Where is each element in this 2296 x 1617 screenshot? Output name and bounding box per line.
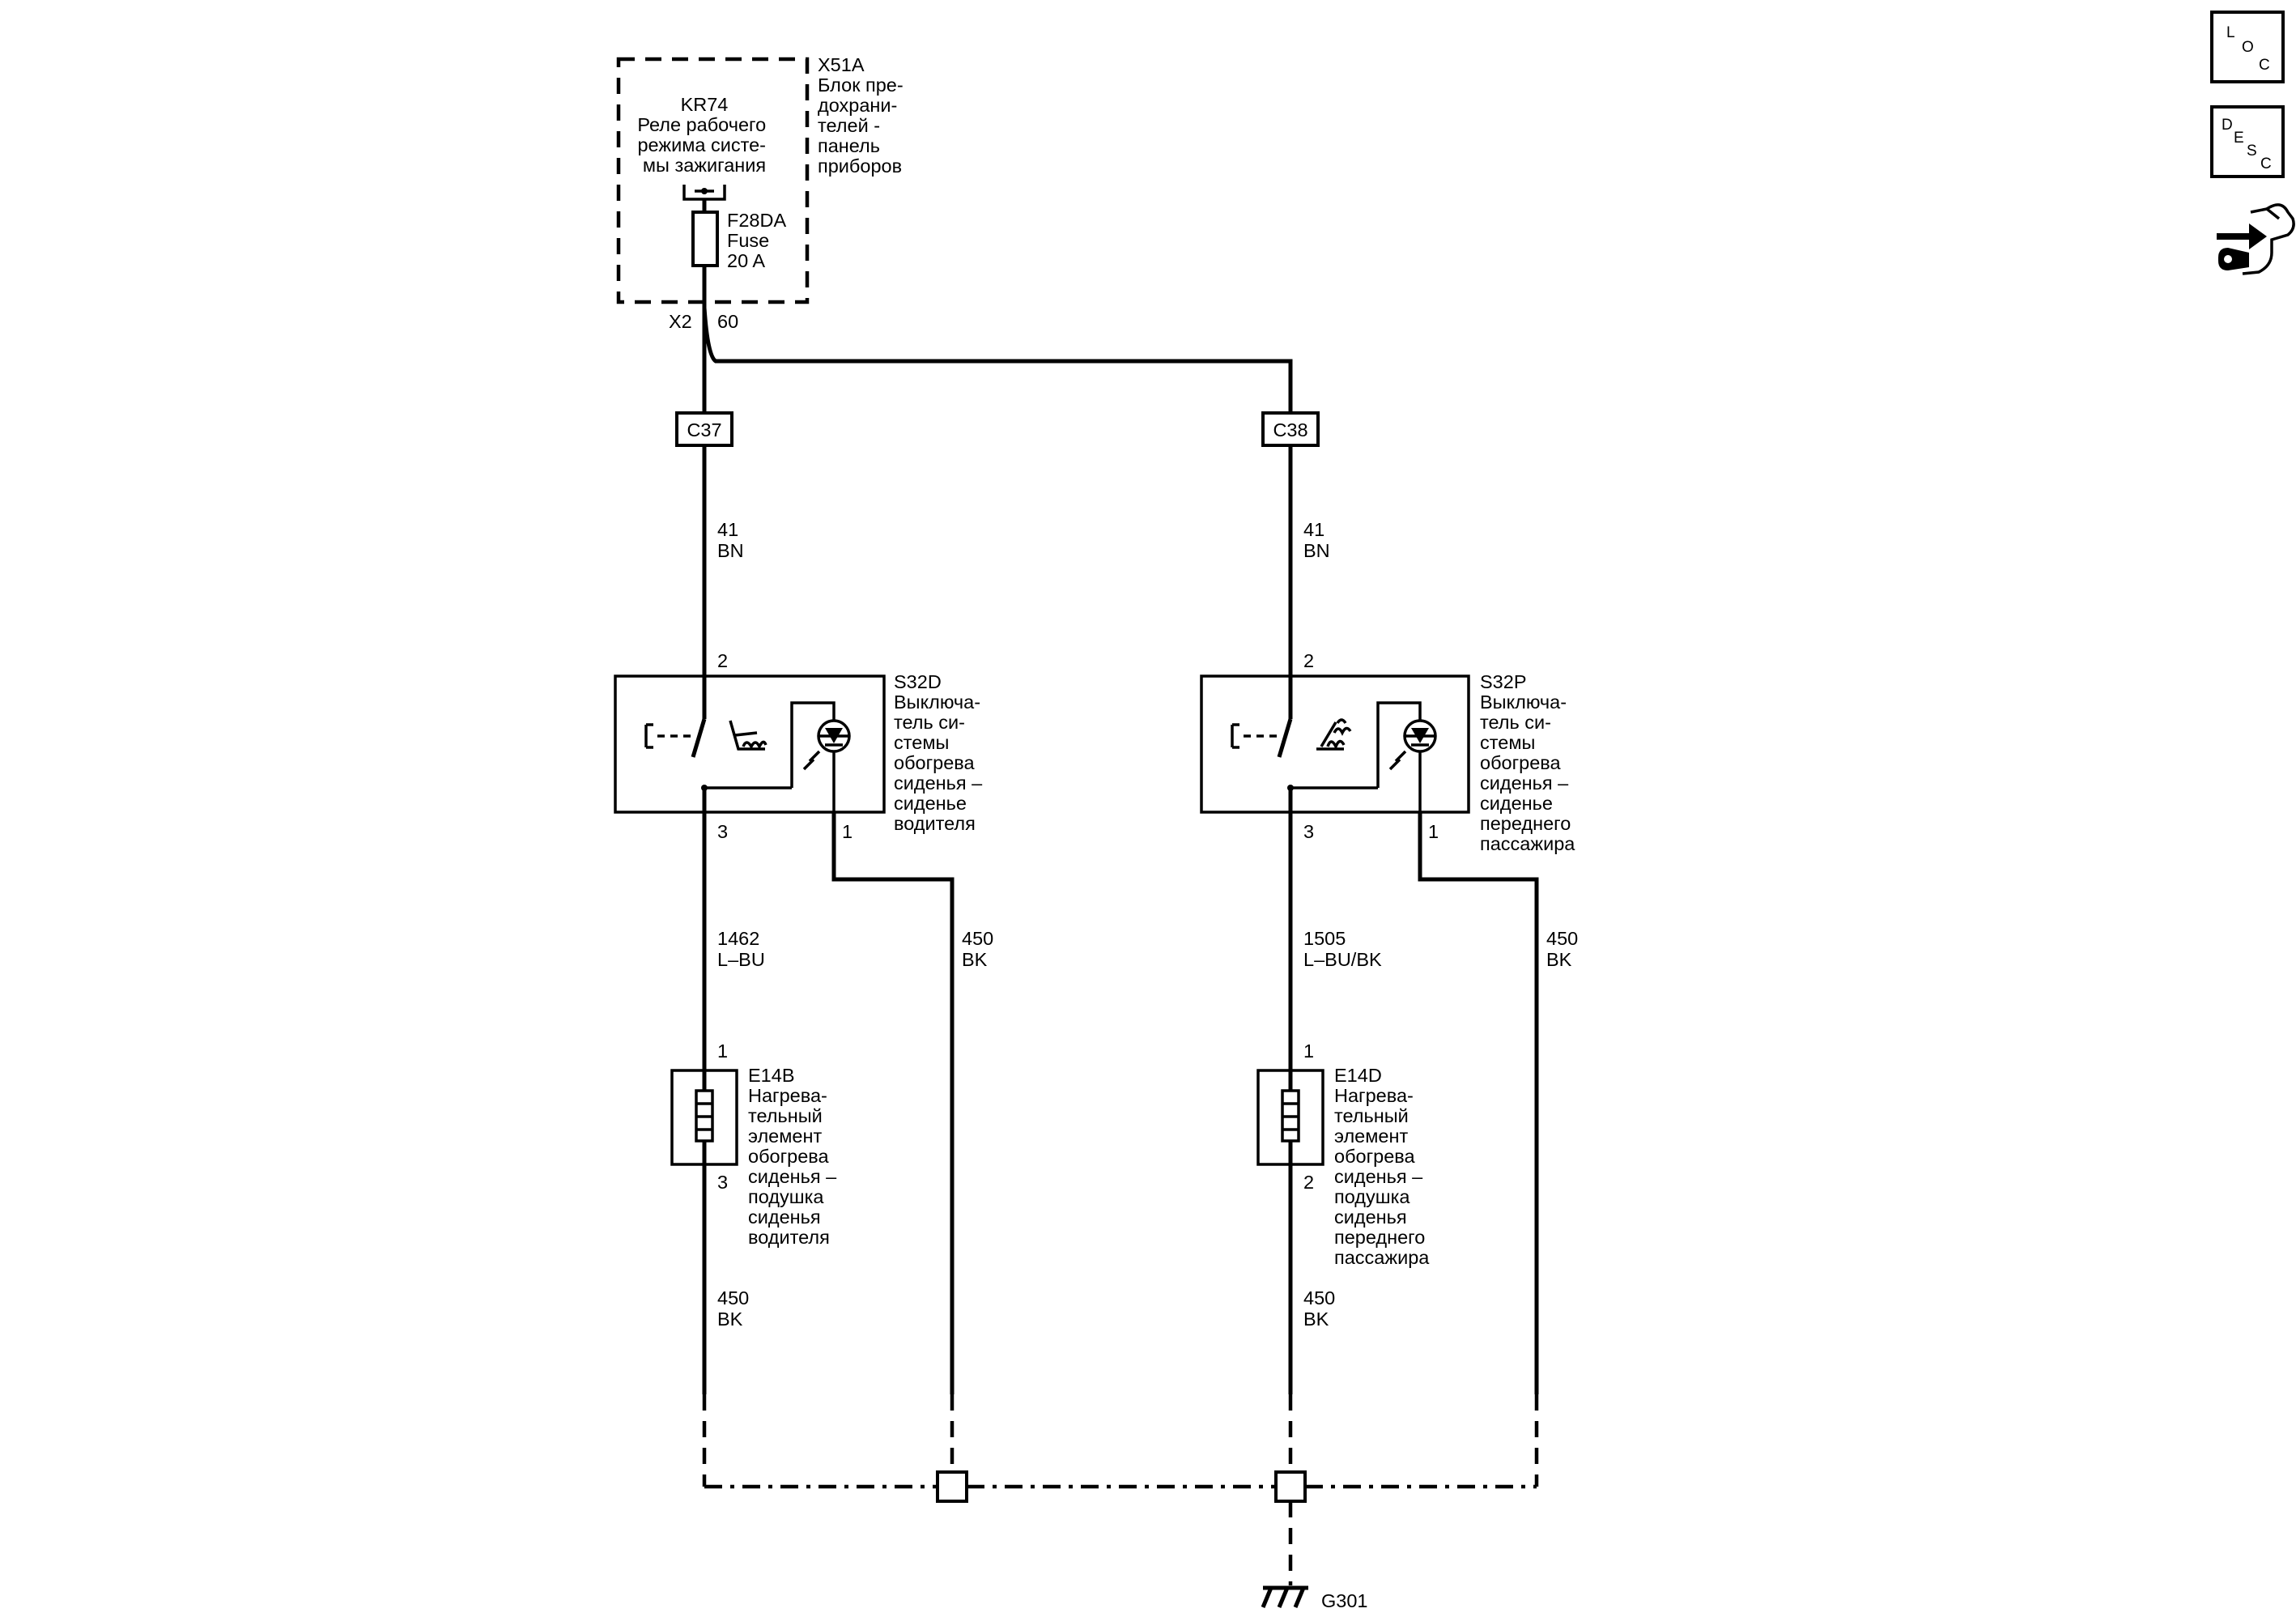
relay-contact-symbol: [682, 185, 726, 201]
relay-description: Реле рабочего режима систе- мы зажигания: [637, 114, 771, 176]
fuse-block-connector-x2: X2: [669, 311, 692, 332]
driver-heater-color: L–BU: [717, 949, 765, 970]
fuse-type: Fuse: [727, 230, 769, 251]
passenger-lamp-ground-color: BK: [1546, 949, 1572, 970]
connector-c38: [1261, 411, 1320, 447]
fuse-block-outline: [616, 57, 810, 304]
heater-e14b: [670, 1069, 738, 1166]
ground-splice-left: [936, 1470, 968, 1503]
passenger-ground-color: BK: [1303, 1308, 1329, 1330]
connector-c37-label: C37: [687, 419, 721, 440]
ground-icon: [1261, 1585, 1308, 1608]
ground-bus: [702, 1394, 1539, 1585]
passenger-switch-pin-out: 3: [1303, 821, 1314, 842]
desc-s: S: [2247, 143, 2257, 160]
passenger-feed-circuit: 41: [1303, 519, 1324, 540]
passenger-heater-pin-out: 2: [1303, 1172, 1314, 1193]
loc-button[interactable]: L O C: [2210, 11, 2285, 83]
fuse-rating: 20 A: [727, 250, 765, 271]
passenger-heater-circuit: 1505: [1303, 928, 1346, 949]
driver-lamp-ground-color: BK: [962, 949, 988, 970]
passenger-heater-description: Нагрева- тельный элемент обогрева сидень…: [1334, 1085, 1431, 1268]
fuse-block-name: Блок пре- дохрани- телей - панель прибор…: [818, 74, 908, 177]
fuse-block-pin-60: 60: [717, 311, 738, 332]
indicator-lamp-icon: [802, 719, 851, 771]
driver-feed-circuit: 41: [717, 519, 738, 540]
loc-o: O: [2242, 39, 2254, 56]
loc-l: L: [2226, 24, 2235, 41]
passenger-switch-description: Выключа- тель си- стемы обогрева сиденья…: [1480, 691, 1576, 854]
fuse-block-id: X51A: [818, 54, 865, 75]
passenger-heater-id: E14D: [1334, 1065, 1382, 1086]
ground-g301-label: G301: [1321, 1590, 1368, 1611]
seat-heater-icon: [729, 720, 767, 751]
passenger-switch-id: S32P: [1480, 671, 1527, 692]
heater-e14d: [1256, 1069, 1324, 1166]
ground-splice-right: [1274, 1470, 1307, 1503]
wire-passenger-lamp-ground: [1418, 812, 1539, 1394]
passenger-switch-pin-lamp: 1: [1428, 821, 1439, 842]
relay-id: KR74: [681, 94, 729, 115]
wire-driver-lamp-ground: [831, 812, 955, 1394]
fuse-id: F28DA: [727, 210, 786, 231]
driver-switch-description: Выключа- тель си- стемы обогрева сиденья…: [894, 691, 988, 834]
indicator-lamp-icon: [1388, 719, 1437, 771]
passenger-feed-color: BN: [1303, 540, 1330, 561]
driver-lamp-ground-circuit: 450: [962, 928, 993, 949]
connector-c37: [675, 411, 733, 447]
loc-c: C: [2259, 57, 2270, 74]
passenger-switch-pin-in: 2: [1303, 650, 1314, 671]
switch-s32d: [614, 674, 886, 814]
driver-heater-pin-in: 1: [717, 1040, 728, 1062]
driver-switch-pin-lamp: 1: [842, 821, 852, 842]
desc-button[interactable]: D E S C: [2210, 105, 2285, 178]
desc-c: C: [2260, 155, 2272, 172]
driver-heater-id: E14B: [748, 1065, 795, 1086]
wire-splice-to-c38: [702, 307, 1293, 413]
passenger-heater-pin-in: 1: [1303, 1040, 1314, 1062]
driver-switch-pin-out: 3: [717, 821, 728, 842]
driver-switch-pin-in: 2: [717, 650, 728, 671]
driver-feed-color: BN: [717, 540, 744, 561]
driver-heater-description: Нагрева- тельный элемент обогрева сидень…: [748, 1085, 842, 1248]
desc-d: D: [2222, 117, 2233, 134]
connector-hand-icon[interactable]: [2217, 203, 2295, 275]
switch-s32p: [1200, 674, 1470, 814]
fuse-f28da-symbol: [691, 211, 719, 267]
driver-heater-pin-out: 3: [717, 1172, 728, 1193]
connector-c38-label: C38: [1273, 419, 1307, 440]
passenger-ground-circuit: 450: [1303, 1287, 1335, 1308]
seat-heater-icon: [1316, 718, 1352, 751]
driver-ground-circuit: 450: [717, 1287, 749, 1308]
driver-heater-circuit: 1462: [717, 928, 759, 949]
passenger-heater-color: L–BU/BK: [1303, 949, 1382, 970]
desc-e: E: [2234, 130, 2244, 147]
driver-ground-color: BK: [717, 1308, 743, 1330]
passenger-lamp-ground-circuit: 450: [1546, 928, 1578, 949]
driver-switch-id: S32D: [894, 671, 942, 692]
